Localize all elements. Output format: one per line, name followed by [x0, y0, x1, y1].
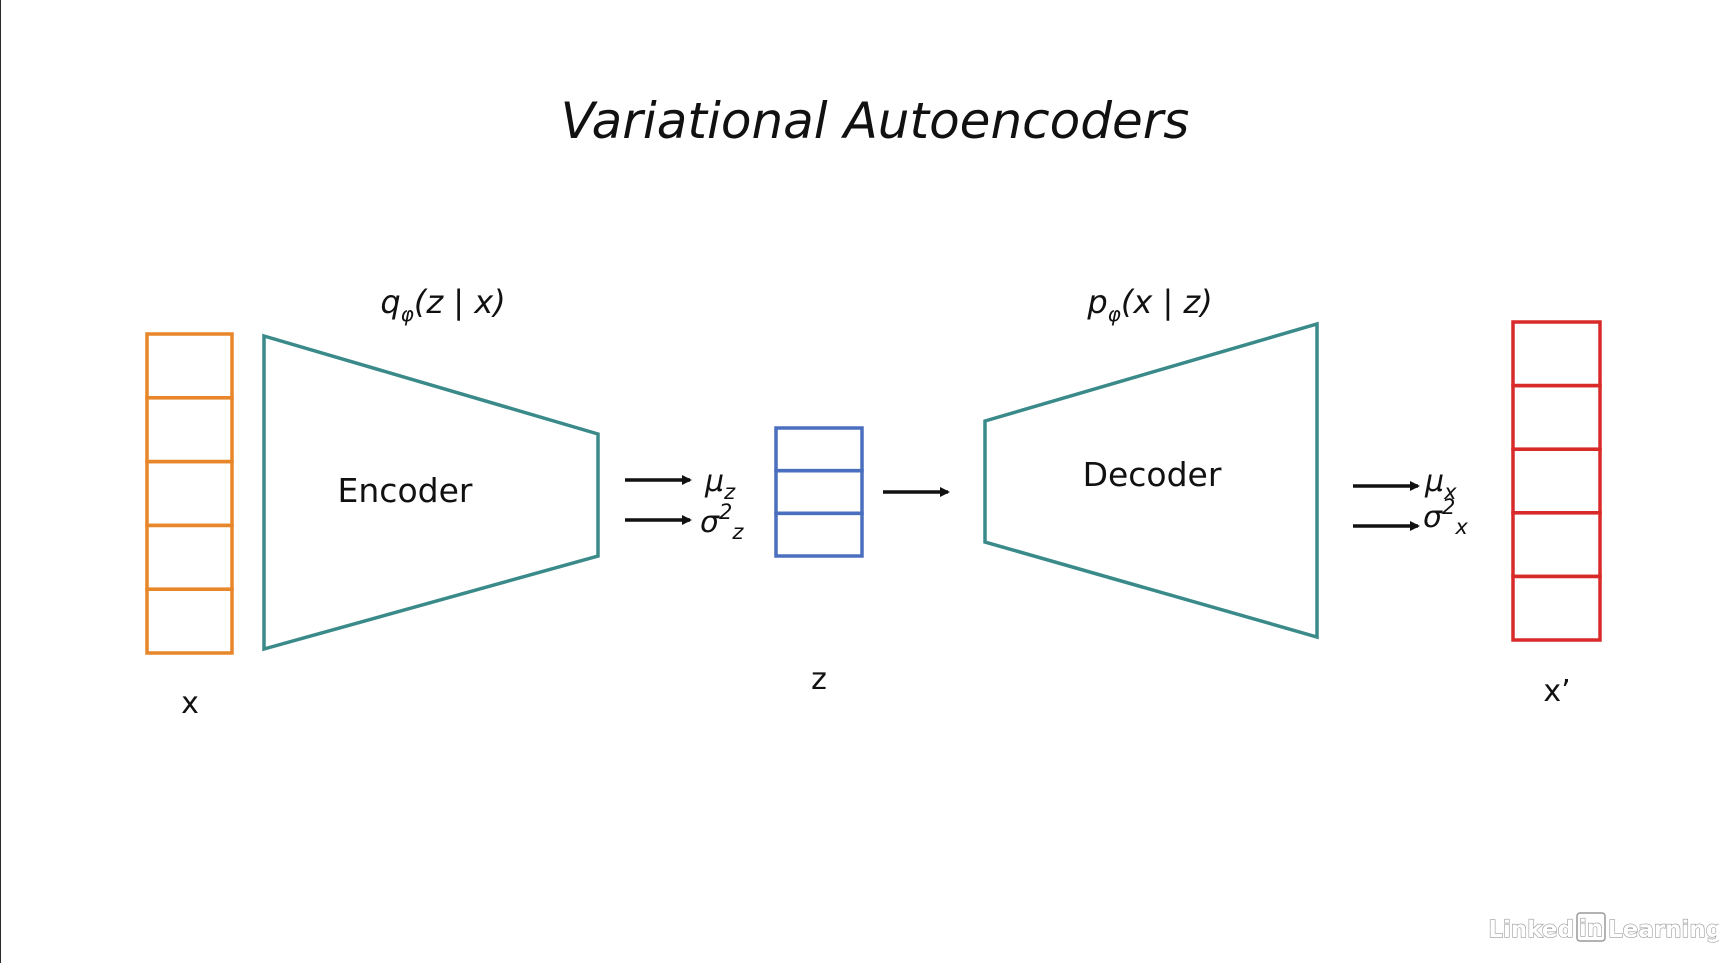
decoder-sigma-sub: x: [1454, 515, 1468, 539]
latent-vector-cell: [774, 511, 864, 558]
input-vector: [145, 332, 234, 655]
decoder-distribution-sub: φ: [1108, 302, 1121, 326]
encoder-mu-output: μz: [704, 464, 736, 504]
latent-vector-cell: [774, 468, 864, 516]
output-vector-cell: [1511, 383, 1602, 451]
latent-vector-label: z: [811, 662, 827, 697]
decoder-block: [983, 321, 1319, 640]
output-vector-cell: [1511, 511, 1602, 579]
decoder-distribution-base: p: [1086, 283, 1107, 321]
encoder-distribution-base: q: [380, 283, 400, 321]
decoder-mu-base: μ: [1424, 464, 1444, 499]
input-vector-cell: [145, 332, 234, 400]
output-vector-cell: [1511, 447, 1602, 515]
watermark-linked: Linked: [1488, 917, 1574, 943]
latent-vector-cell: [774, 426, 864, 473]
encoder-distribution: qφ(z | x): [380, 283, 505, 326]
encoder-mu-sub: z: [723, 480, 736, 504]
input-vector-cell: [145, 396, 234, 464]
decoder-distribution: pφ(x | z): [1086, 283, 1212, 326]
decoder-sigma-output: σ2x: [1423, 495, 1468, 539]
output-vector-label: x’: [1543, 674, 1570, 709]
decoder-label: Decoder: [1083, 455, 1222, 494]
output-vector-cell: [1511, 574, 1602, 642]
decoder-mu-sub: x: [1443, 480, 1457, 504]
encoder-sigma-base: σ: [700, 505, 720, 540]
slide-left-border: [0, 0, 1, 963]
encoder-sigma-sub: z: [731, 520, 744, 544]
diagram-title: Variational Autoencoders: [561, 92, 1190, 150]
input-vector-cell: [145, 459, 234, 528]
encoder-sigma-output: σ2z: [700, 500, 744, 544]
encoder-sigma-sup: 2: [719, 500, 732, 524]
input-vector-cell: [145, 523, 234, 591]
decoder-sigma-base: σ: [1423, 500, 1443, 535]
encoder-distribution-sub: φ: [401, 302, 414, 326]
input-vector-label: x: [181, 686, 199, 721]
watermark-in-badge: in: [1579, 916, 1603, 942]
latent-vector: [774, 426, 864, 558]
input-vector-cell: [145, 587, 234, 655]
linkedin-learning-watermark: Linked in Learning: [1488, 912, 1719, 944]
encoder-mu-base: μ: [704, 464, 724, 499]
output-vector-cell: [1511, 320, 1602, 388]
watermark-learning: Learning: [1608, 917, 1719, 943]
encoder-label: Encoder: [338, 471, 473, 510]
encoder-distribution-args: (z | x): [414, 283, 506, 321]
output-vector: [1511, 320, 1602, 642]
encoder-block: [262, 333, 600, 652]
decoder-mu-output: μx: [1424, 464, 1457, 504]
watermark-in-badge-box: [1576, 912, 1606, 942]
decoder-sigma-sup: 2: [1442, 495, 1455, 519]
decoder-distribution-args: (x | z): [1121, 283, 1213, 321]
